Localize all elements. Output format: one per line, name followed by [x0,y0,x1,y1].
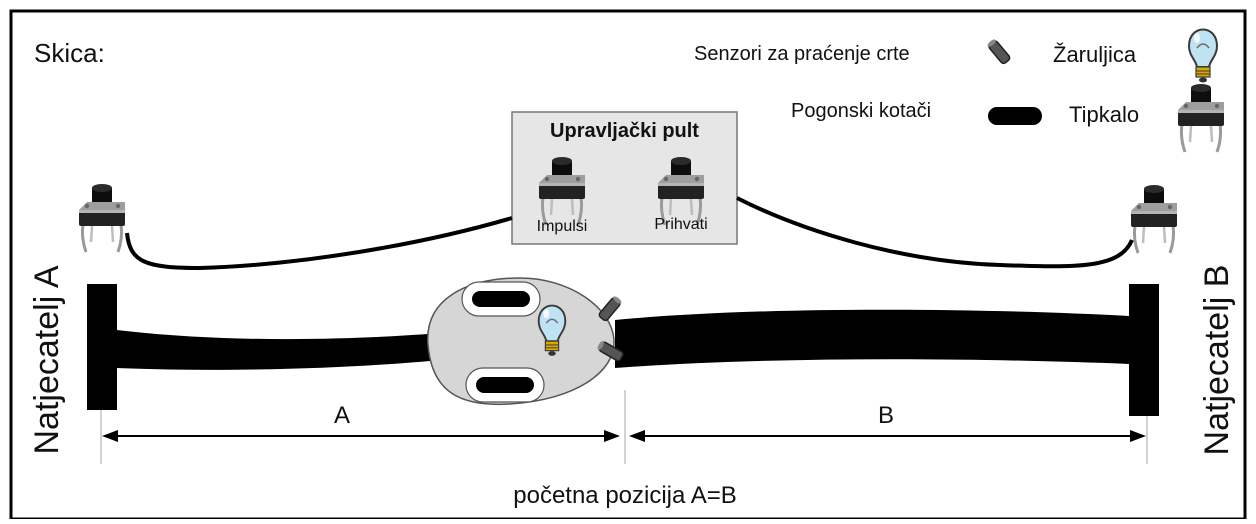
cable-a [125,216,513,271]
bulb-label: Žaruljica [1053,42,1137,67]
cable-b [736,196,1134,269]
accept-button-label: Prihvati [654,216,708,233]
caption: početna pozicija A=B [513,482,737,509]
dimension-arrow-b [629,430,1146,442]
competitor-b-label: Natjecatelj B [1198,264,1236,456]
robot-wheel-bottom [476,377,534,393]
dimension-arrow-a [102,430,620,442]
panel-title: Upravljački pult [550,120,699,142]
sensors-label: Senzori za praćenje crte [694,43,910,65]
track-right [615,309,1129,368]
end-bar-a [87,284,117,410]
diagram-title: Skica: [34,38,105,68]
end-bar-b [1129,284,1159,416]
robot-wheel-top [472,291,530,307]
button-label: Tipkalo [1069,102,1140,127]
segment-b-label: B [877,402,894,429]
wheel-icon [988,107,1042,125]
impulse-button-label: Impulsi [536,218,588,235]
track-left [117,330,440,370]
wheels-label: Pogonski kotači [791,100,932,122]
segment-a-label: A [333,402,350,429]
competitor-a-label: Natjecatelj A [28,265,66,455]
